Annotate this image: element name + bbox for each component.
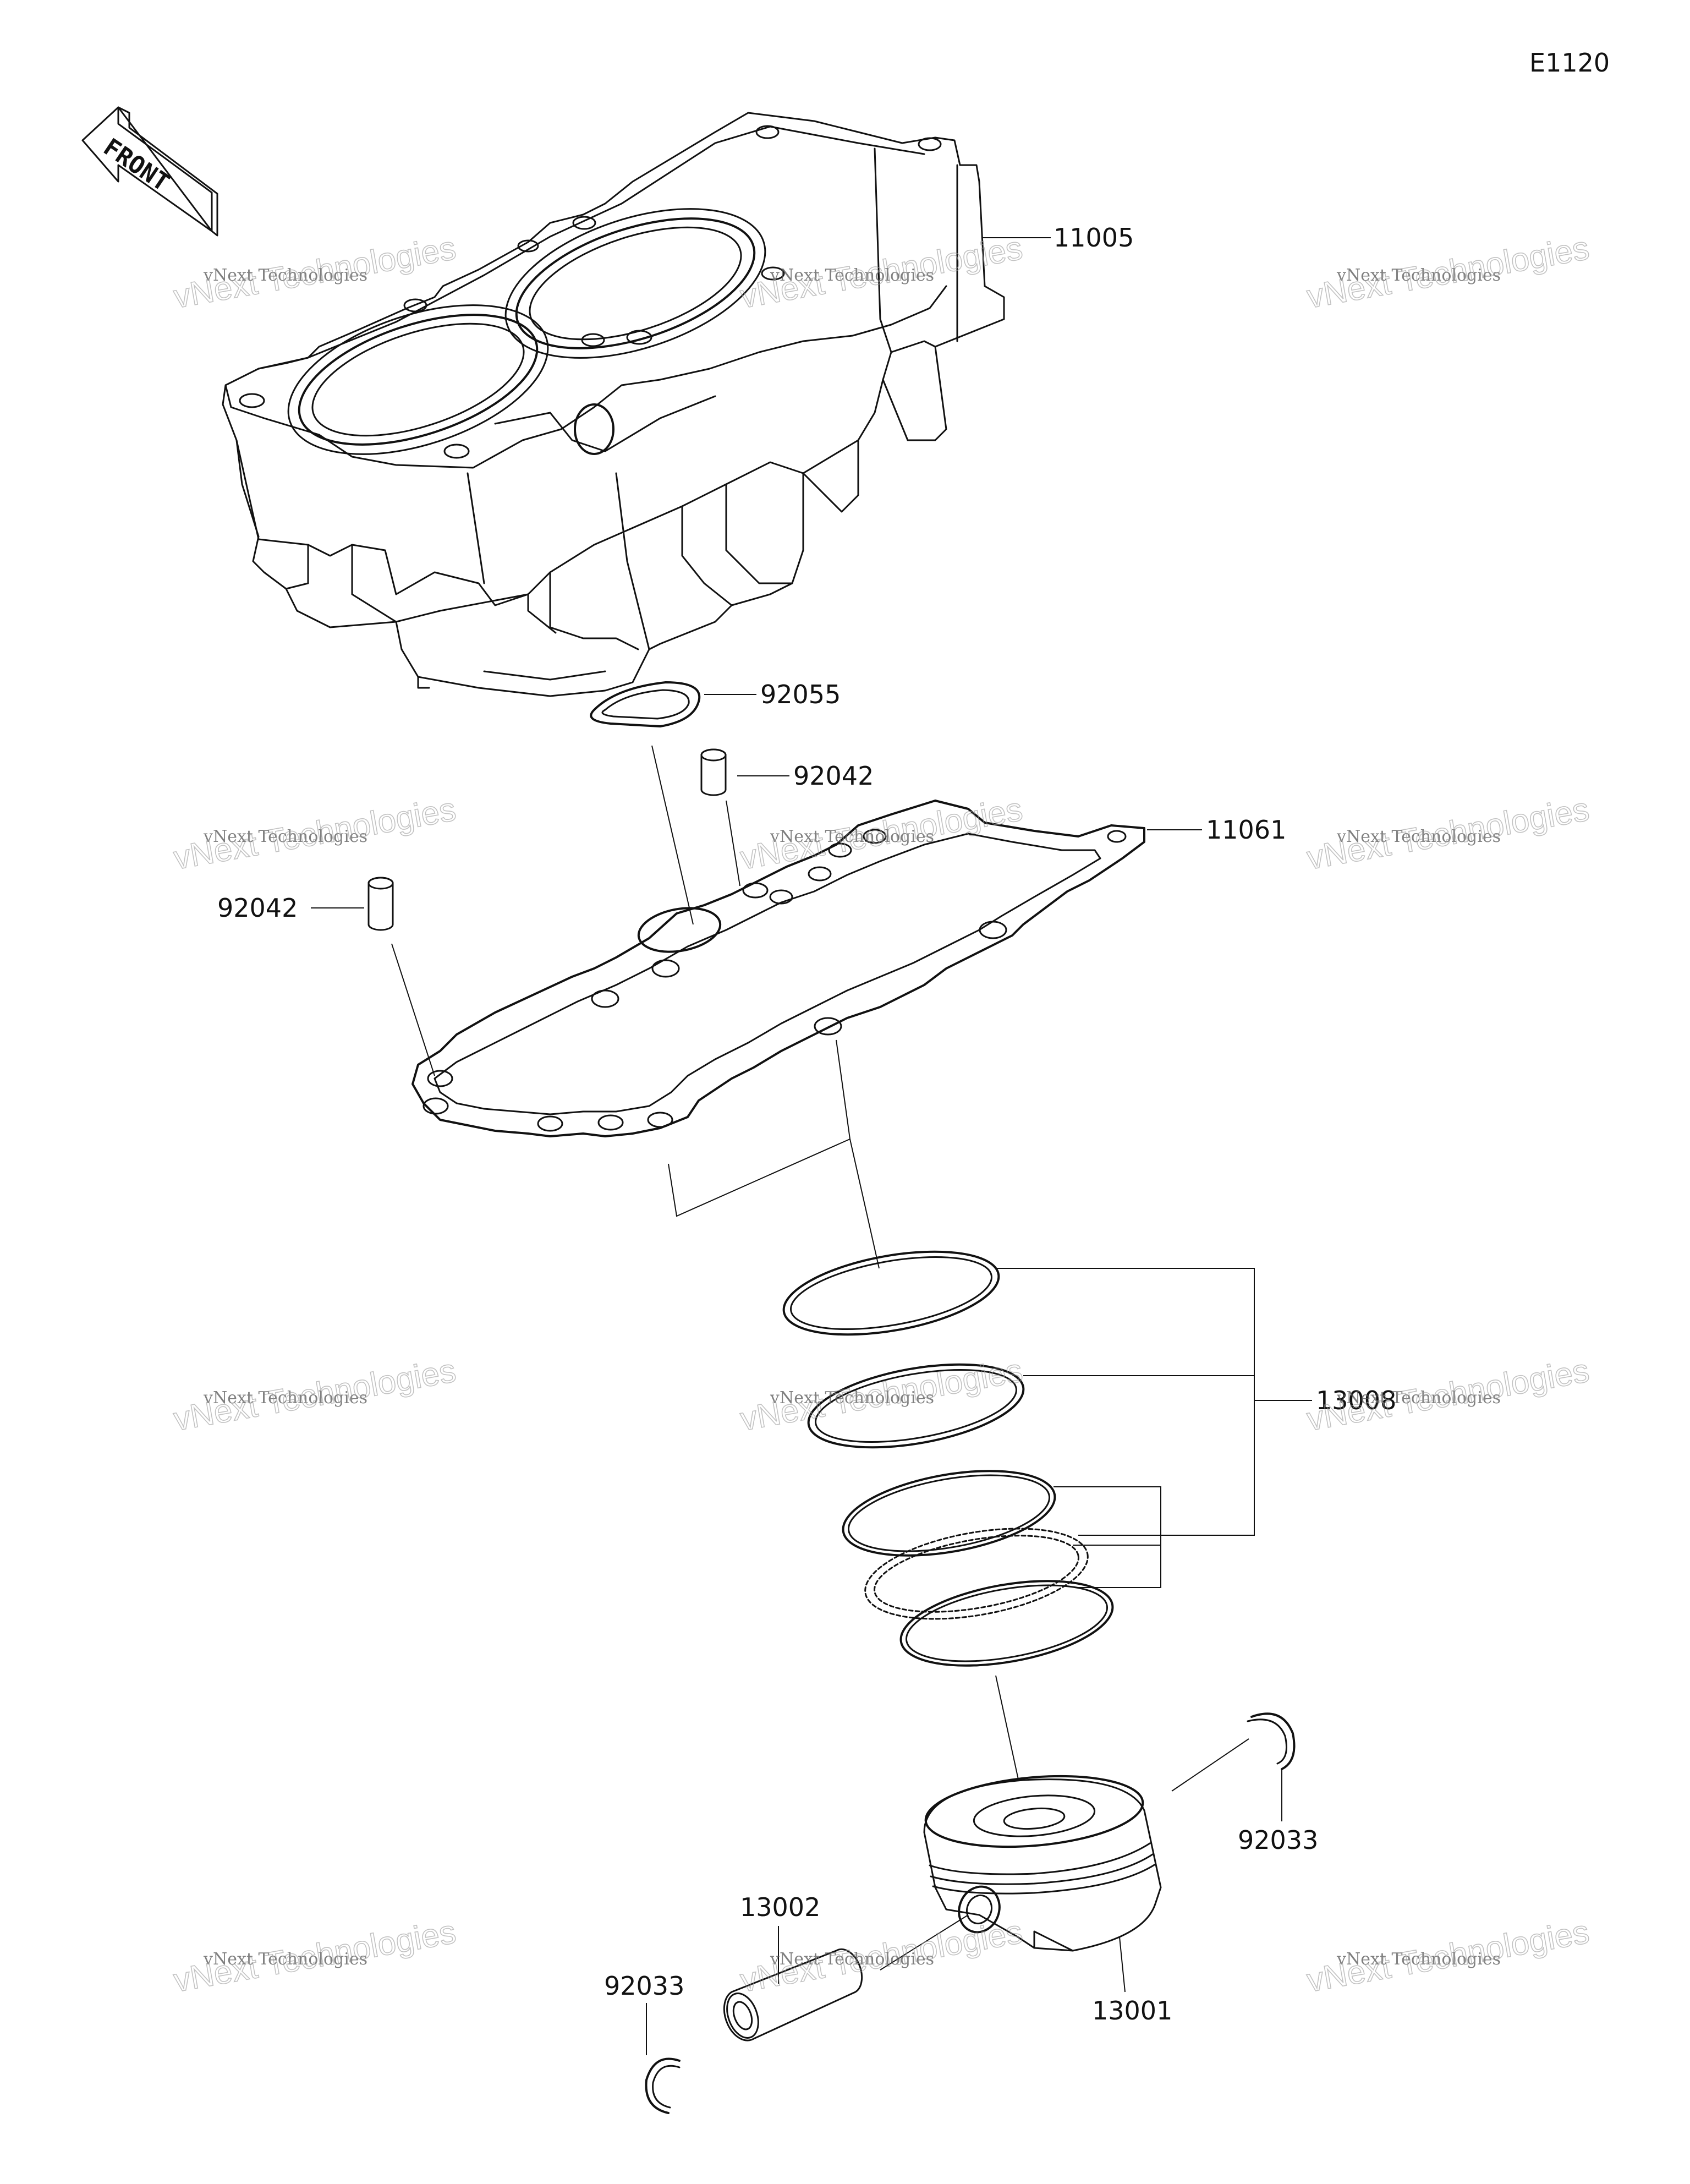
svg-text:vNext Technologies: vNext Technologies <box>1336 1950 1501 1969</box>
watermark-11: vNext Technologies vNext Technologies <box>737 1913 1026 2000</box>
dowel-pin-upper-drawing: 92042 <box>700 748 874 886</box>
circlip-left-label: 92033 <box>604 1971 684 2001</box>
cylinder-block-drawing: 11005 <box>222 112 1134 697</box>
assembly-bracket <box>668 1039 880 1269</box>
dowel-pin-left-drawing: 92042 <box>217 877 435 1076</box>
watermark-4: vNext Technologies vNext Technologies <box>171 790 459 877</box>
svg-text:vNext Technologies: vNext Technologies <box>770 1950 934 1969</box>
watermark-12: vNext Technologies vNext Technologies <box>1304 1913 1593 2000</box>
cylinder-label: 11005 <box>1053 223 1134 253</box>
svg-text:vNext Technologies: vNext Technologies <box>1304 1352 1592 1438</box>
watermark-9: vNext Technologies vNext Technologies <box>1304 1351 1593 1438</box>
circlip-right-drawing: 92033 <box>1171 1712 1318 1855</box>
watermark-1: vNext Technologies vNext Technologies <box>171 229 459 316</box>
svg-text:vNext Technologies: vNext Technologies <box>171 1913 459 1999</box>
svg-text:vNext Technologies: vNext Technologies <box>1304 229 1592 315</box>
dowel-left-label: 92042 <box>217 893 298 923</box>
piston-pin-label: 13002 <box>740 1892 820 1922</box>
piston-label: 13001 <box>1092 1996 1172 2026</box>
svg-text:vNext Technologies: vNext Technologies <box>738 1913 1025 1999</box>
piston-ring-set-drawing: 13008 <box>782 1250 1396 1803</box>
ring-set-label: 13008 <box>1316 1386 1396 1415</box>
piston-pin-drawing: 13002 <box>723 1892 863 2041</box>
svg-text:vNext Technologies: vNext Technologies <box>770 827 934 846</box>
svg-text:vNext Technologies: vNext Technologies <box>1304 791 1592 877</box>
svg-text:vNext Technologies: vNext Technologies <box>203 266 367 285</box>
svg-text:vNext Technologies: vNext Technologies <box>203 827 367 846</box>
svg-text:vNext Technologies: vNext Technologies <box>1336 266 1501 285</box>
front-arrow-icon: FRONT <box>81 106 218 237</box>
svg-text:vNext Technologies: vNext Technologies <box>203 1388 367 1408</box>
svg-text:vNext Technologies: vNext Technologies <box>171 1352 459 1438</box>
svg-text:vNext Technologies: vNext Technologies <box>171 229 459 315</box>
svg-text:vNext Technologies: vNext Technologies <box>770 1388 934 1408</box>
circlip-left-drawing: 92033 <box>604 1971 684 2114</box>
watermark-6: vNext Technologies vNext Technologies <box>1304 790 1593 877</box>
watermark-3: vNext Technologies vNext Technologies <box>1304 229 1593 316</box>
watermark-10: vNext Technologies vNext Technologies <box>171 1913 459 2000</box>
water-ring-drawing: 92055 <box>590 680 841 925</box>
svg-text:vNext Technologies: vNext Technologies <box>770 266 934 285</box>
piston-drawing: 13001 <box>880 1775 1172 2026</box>
watermark-5: vNext Technologies vNext Technologies <box>737 790 1026 877</box>
base-gasket-label: 11061 <box>1206 815 1286 845</box>
svg-text:vNext Technologies: vNext Technologies <box>171 791 459 877</box>
water-ring-label: 92055 <box>760 680 841 709</box>
svg-text:vNext Technologies: vNext Technologies <box>738 791 1025 877</box>
diagram-code: E1120 <box>1529 48 1610 78</box>
base-gasket-drawing: 11061 <box>411 800 1286 1137</box>
svg-text:vNext Technologies: vNext Technologies <box>203 1950 367 1969</box>
watermark-7: vNext Technologies vNext Technologies <box>171 1351 459 1438</box>
circlip-right-label: 92033 <box>1238 1825 1318 1855</box>
svg-text:vNext Technologies: vNext Technologies <box>1336 827 1501 846</box>
svg-text:vNext Technologies: vNext Technologies <box>1304 1913 1592 1999</box>
dowel-upper-label: 92042 <box>793 761 874 791</box>
svg-text:vNext Technologies: vNext Technologies <box>1336 1388 1501 1408</box>
